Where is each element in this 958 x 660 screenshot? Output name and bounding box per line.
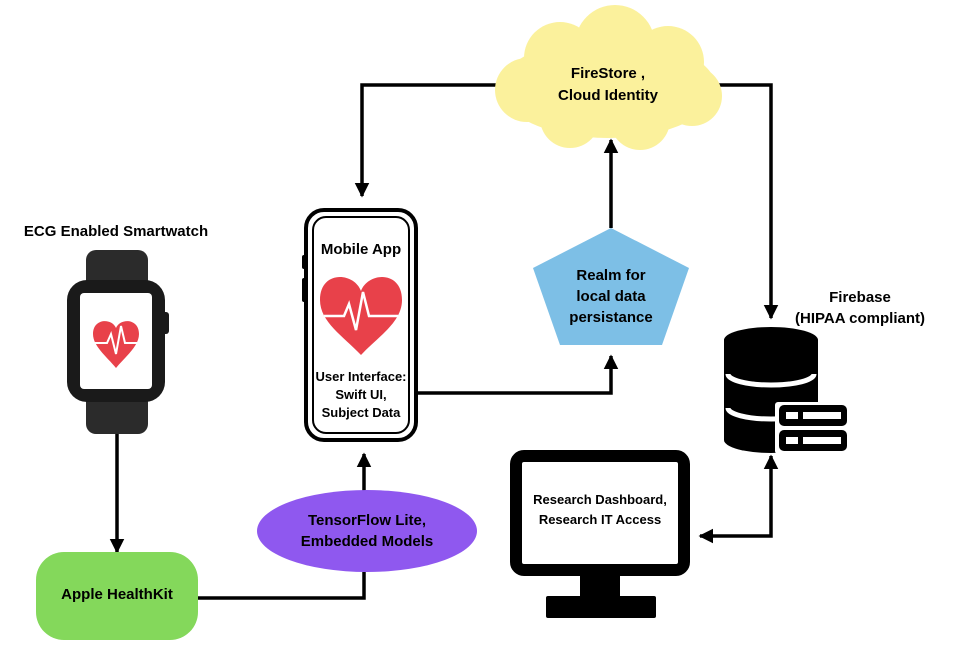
firebase-line1: Firebase: [829, 289, 891, 306]
edge-firestore-to-mobile-app: [354, 83, 498, 198]
realm-pentagon: [533, 228, 689, 345]
dashboard-line2: Research IT Access: [538, 512, 662, 527]
tensorflow-label-line1: TensorFlow Lite,: [307, 512, 427, 529]
edge-mobile-app-to-realm: [418, 354, 619, 395]
edge-firestore-to-firebase: [716, 83, 779, 320]
realm-line3: persistance: [569, 309, 653, 326]
database-server-icon: [724, 327, 851, 454]
healthkit-box: [36, 552, 198, 640]
monitor-icon: [510, 450, 690, 618]
realm-line1: Realm for: [576, 267, 646, 284]
realm-line2: local data: [576, 288, 646, 305]
edge-healthkit-to-tensorflow: [198, 572, 366, 600]
tensorflow-ellipse: [257, 490, 477, 572]
tensorflow-label-line2: Embedded Models: [300, 533, 434, 550]
smartwatch-heart-icon: [67, 250, 169, 434]
dashboard-line1: Research Dashboard,: [533, 492, 667, 507]
firestore-line1: FireStore ,: [570, 65, 646, 82]
mobile-app-line1: User Interface:: [315, 369, 407, 384]
mobile-app-title: Mobile App: [320, 241, 402, 258]
mobile-app-line3: Subject Data: [321, 405, 401, 420]
heart-ecg-icon: [320, 277, 402, 355]
mobile-app-line2: Swift UI,: [335, 387, 387, 402]
edge-firebase-dashboard-link: [698, 454, 779, 544]
firebase-line2: (HIPAA compliant): [795, 310, 925, 327]
firestore-line2: Cloud Identity: [558, 87, 658, 104]
healthkit-label: Apple HealthKit: [61, 586, 173, 603]
firestore-cloud: [495, 5, 722, 150]
smartwatch-title: ECG Enabled Smartwatch: [23, 223, 209, 240]
